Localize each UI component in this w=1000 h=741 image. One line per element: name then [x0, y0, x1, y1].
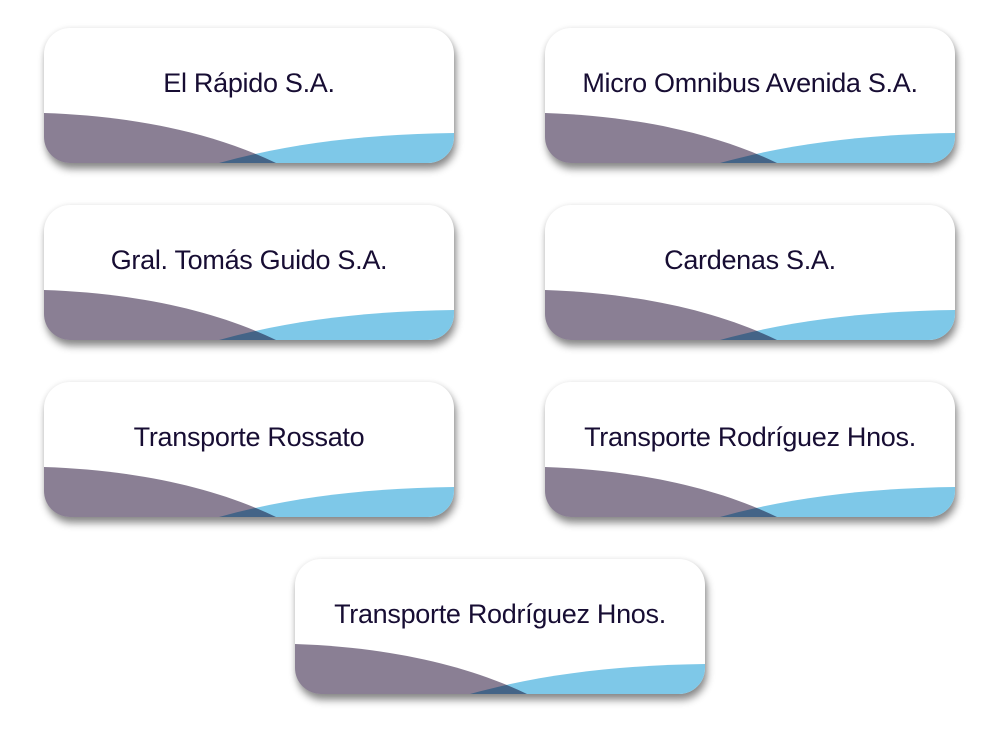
company-name: Micro Omnibus Avenida S.A. — [582, 68, 918, 98]
company-name: Transporte Rodríguez Hnos. — [334, 599, 666, 629]
wave-decoration — [295, 644, 705, 694]
company-name: Transporte Rossato — [133, 422, 365, 452]
wave-decoration — [44, 467, 454, 517]
company-card[interactable]: El Rápido S.A. — [44, 28, 454, 163]
company-card[interactable]: Transporte Rodríguez Hnos. — [545, 382, 955, 517]
company-name: Cardenas S.A. — [664, 245, 836, 275]
company-card[interactable]: Cardenas S.A. — [545, 205, 955, 340]
wave-decoration — [545, 290, 955, 340]
company-card[interactable]: Transporte Rossato — [44, 382, 454, 517]
company-name: Gral. Tomás Guido S.A. — [110, 245, 388, 275]
company-card[interactable]: Micro Omnibus Avenida S.A. — [545, 28, 955, 163]
company-name: Transporte Rodríguez Hnos. — [584, 422, 916, 452]
company-name: El Rápido S.A. — [163, 68, 335, 98]
wave-decoration — [44, 290, 454, 340]
wave-decoration — [545, 113, 955, 163]
company-card[interactable]: Gral. Tomás Guido S.A. — [44, 205, 454, 340]
wave-decoration — [44, 113, 454, 163]
wave-decoration — [545, 467, 955, 517]
company-card[interactable]: Transporte Rodríguez Hnos. — [295, 559, 705, 694]
